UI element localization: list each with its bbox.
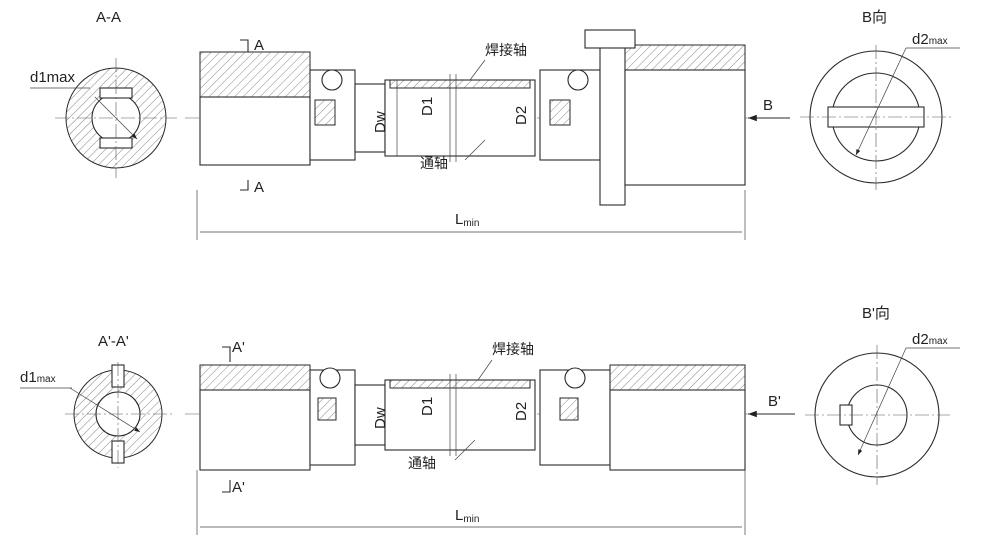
through-shaft-label: 通轴 [408, 456, 436, 472]
d2max-label: d2max [912, 331, 948, 348]
top-coupling-elevation: A A 焊接轴 通轴 Dw D1 D2 B Lmin [185, 29, 790, 240]
section-mark-lower: A' [232, 479, 245, 496]
d2max-label: d2max [912, 31, 948, 48]
d2-dim-label: D2 [513, 106, 530, 125]
top-section-view-a-a: A-A d1max [30, 9, 177, 178]
section-title: A'-A' [98, 333, 129, 350]
bottom-coupling-elevation: A' A' 焊接轴 通轴 Dw D1 D2 B' Lmin [185, 339, 795, 535]
bottom-view-b: B'向 d2max [805, 305, 960, 485]
dw-label: Dw [372, 111, 389, 133]
lmin-label: Lmin [455, 507, 479, 525]
section-title: A-A [96, 9, 121, 26]
d2-dim-label: D2 [513, 402, 530, 421]
lmin-label: Lmin [455, 211, 479, 229]
d1-dim-label: D1 [419, 97, 436, 116]
view-arrow-label: B [763, 97, 773, 114]
welded-shaft-label: 焊接轴 [492, 341, 534, 358]
dw-label: Dw [372, 407, 389, 429]
d1max-label: d1max [20, 369, 56, 386]
view-arrow-label: B' [768, 393, 781, 410]
d1-dim-label: D1 [419, 397, 436, 416]
section-mark-upper: A' [232, 339, 245, 356]
d1max-label: d1max [30, 69, 76, 86]
view-title: B向 [862, 9, 887, 26]
bottom-section-view: A'-A' d1max [20, 333, 172, 468]
section-mark-lower: A [254, 179, 264, 196]
welded-shaft-label: 焊接轴 [485, 42, 527, 59]
top-view-b: B向 d2max [800, 9, 960, 190]
view-title: B'向 [862, 305, 890, 322]
through-shaft-label: 通轴 [420, 156, 448, 172]
section-mark-upper: A [254, 37, 264, 54]
